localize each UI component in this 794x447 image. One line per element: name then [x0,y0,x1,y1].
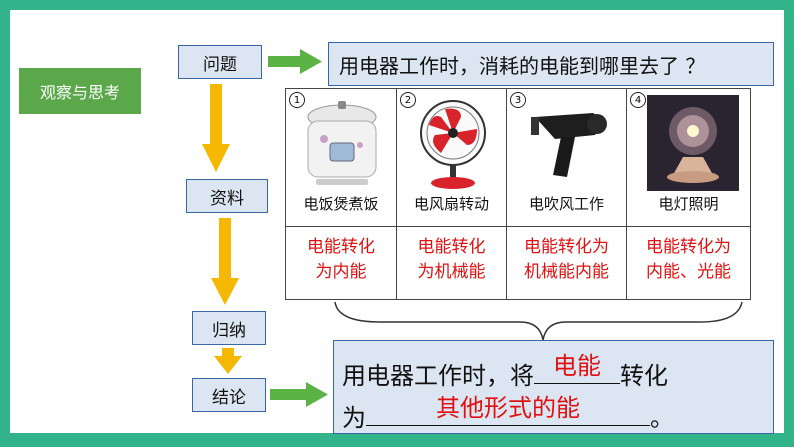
step-materials: 资料 [186,179,268,213]
number-badge: 4 [630,92,646,108]
energy-conversion: 电能转化为 机械能内能 [524,237,609,282]
arrow-down-icon [211,218,239,305]
step-summary: 归纳 [192,311,266,345]
appliance-name: 电饭煲煮饭 [303,195,379,213]
appliance-column: 3 电吹风工作 电能转化为 机械能内能 [507,89,627,299]
section-tag: 观察与思考 [19,68,141,114]
energy-conversion: 电能转化 为内能 [307,237,375,282]
arrow-right-icon [268,49,322,74]
energy-conversion: 电能转化为 内能、光能 [646,237,731,282]
table-divider [286,226,750,227]
conclusion-line-2: 为其他形式的能。 [342,394,674,432]
arrow-right-icon [270,382,328,407]
number-badge: 2 [400,92,416,108]
arrow-down-icon [202,84,230,172]
rice-cooker-icon [307,101,377,185]
appliance-table: 1 电饭煲煮饭 电能转化 为内能 2 [285,88,751,300]
appliance-column: 2 电风扇转动 电能转化 为机械能 [397,89,507,299]
answer-blank-2: 其他形式的能 [366,394,650,426]
question-box: 用电器工作时，消耗的电能到哪里去了 ？ [328,42,774,86]
appliance-name: 电风扇转动 [413,195,489,213]
energy-conversion: 电能转化 为机械能 [417,237,486,282]
number-badge: 1 [289,92,305,108]
step-question: 问题 [178,45,262,79]
question-text: 用电器工作时，消耗的电能到哪里去了 ？ [339,53,706,78]
light-bulb-icon [647,95,739,191]
electric-fan-icon [420,100,486,189]
appliance-name: 电灯照明 [658,195,719,213]
hair-dryer-icon [531,113,607,177]
brace-icon [334,301,743,341]
answer-blank-1: 电能 [534,352,620,384]
number-badge: 3 [510,92,526,108]
appliance-column: 4 电灯照明 电能转化为 内能、光能 [627,89,750,299]
appliance-column: 1 电饭煲煮饭 电能转化 为内能 [286,89,397,299]
conclusion-line-1: 用电器工作时，将电能转化 [342,352,668,390]
conclusion-box: 用电器工作时，将电能转化 为其他形式的能。 [333,340,774,434]
arrow-down-icon [214,348,242,374]
appliance-name: 电吹风工作 [528,195,604,213]
step-conclusion: 结论 [192,378,266,412]
